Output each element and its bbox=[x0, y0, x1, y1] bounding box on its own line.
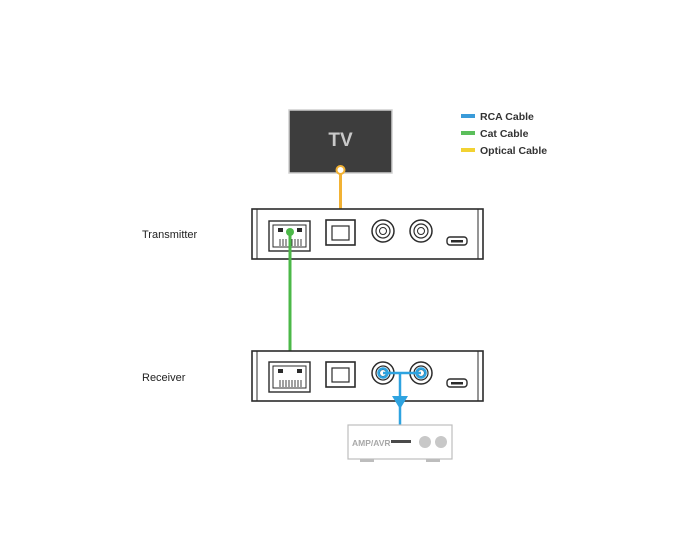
tv-screen bbox=[288, 109, 393, 174]
tv-optical-port bbox=[335, 165, 346, 175]
cat-plug-top bbox=[286, 228, 294, 236]
receiver-label: Receiver bbox=[142, 372, 186, 384]
transmitter-box bbox=[251, 208, 484, 260]
transmitter-rca-port-left bbox=[371, 219, 395, 243]
legend-swatch-optical bbox=[461, 148, 475, 152]
legend-swatch-cat bbox=[461, 131, 475, 135]
legend-label-optical: Optical Cable bbox=[480, 145, 547, 157]
transmitter-rca-port-right bbox=[409, 219, 433, 243]
receiver-ethernet-port bbox=[268, 361, 311, 393]
transmitter-optical-port bbox=[325, 219, 356, 246]
amp-avr-knob-right bbox=[435, 436, 447, 448]
legend-item-rca: RCA Cable bbox=[461, 111, 534, 123]
legend-item-optical: Optical Cable bbox=[461, 145, 547, 157]
receiver-optical-port bbox=[325, 361, 356, 388]
legend-label-rca: RCA Cable bbox=[480, 111, 534, 123]
legend-item-cat: Cat Cable bbox=[461, 128, 529, 140]
receiver-usb-port bbox=[446, 378, 468, 388]
amp-avr-label: AMP/AVR bbox=[352, 438, 391, 448]
rca-arrow-head bbox=[392, 396, 408, 409]
transmitter-label: Transmitter bbox=[142, 229, 198, 241]
receiver-box bbox=[251, 350, 484, 402]
amp-avr-knob-left bbox=[419, 436, 431, 448]
legend-label-cat: Cat Cable bbox=[480, 128, 529, 140]
legend-swatch-rca bbox=[461, 114, 475, 118]
tv: TV bbox=[288, 109, 393, 174]
tv-label: TV bbox=[328, 130, 353, 151]
legend: RCA Cable Cat Cable Optical Cable bbox=[461, 111, 547, 157]
amp-avr-slot bbox=[391, 440, 411, 443]
transmitter-usb-port bbox=[446, 236, 468, 246]
amp-avr-unit: AMP/AVR bbox=[347, 424, 453, 462]
